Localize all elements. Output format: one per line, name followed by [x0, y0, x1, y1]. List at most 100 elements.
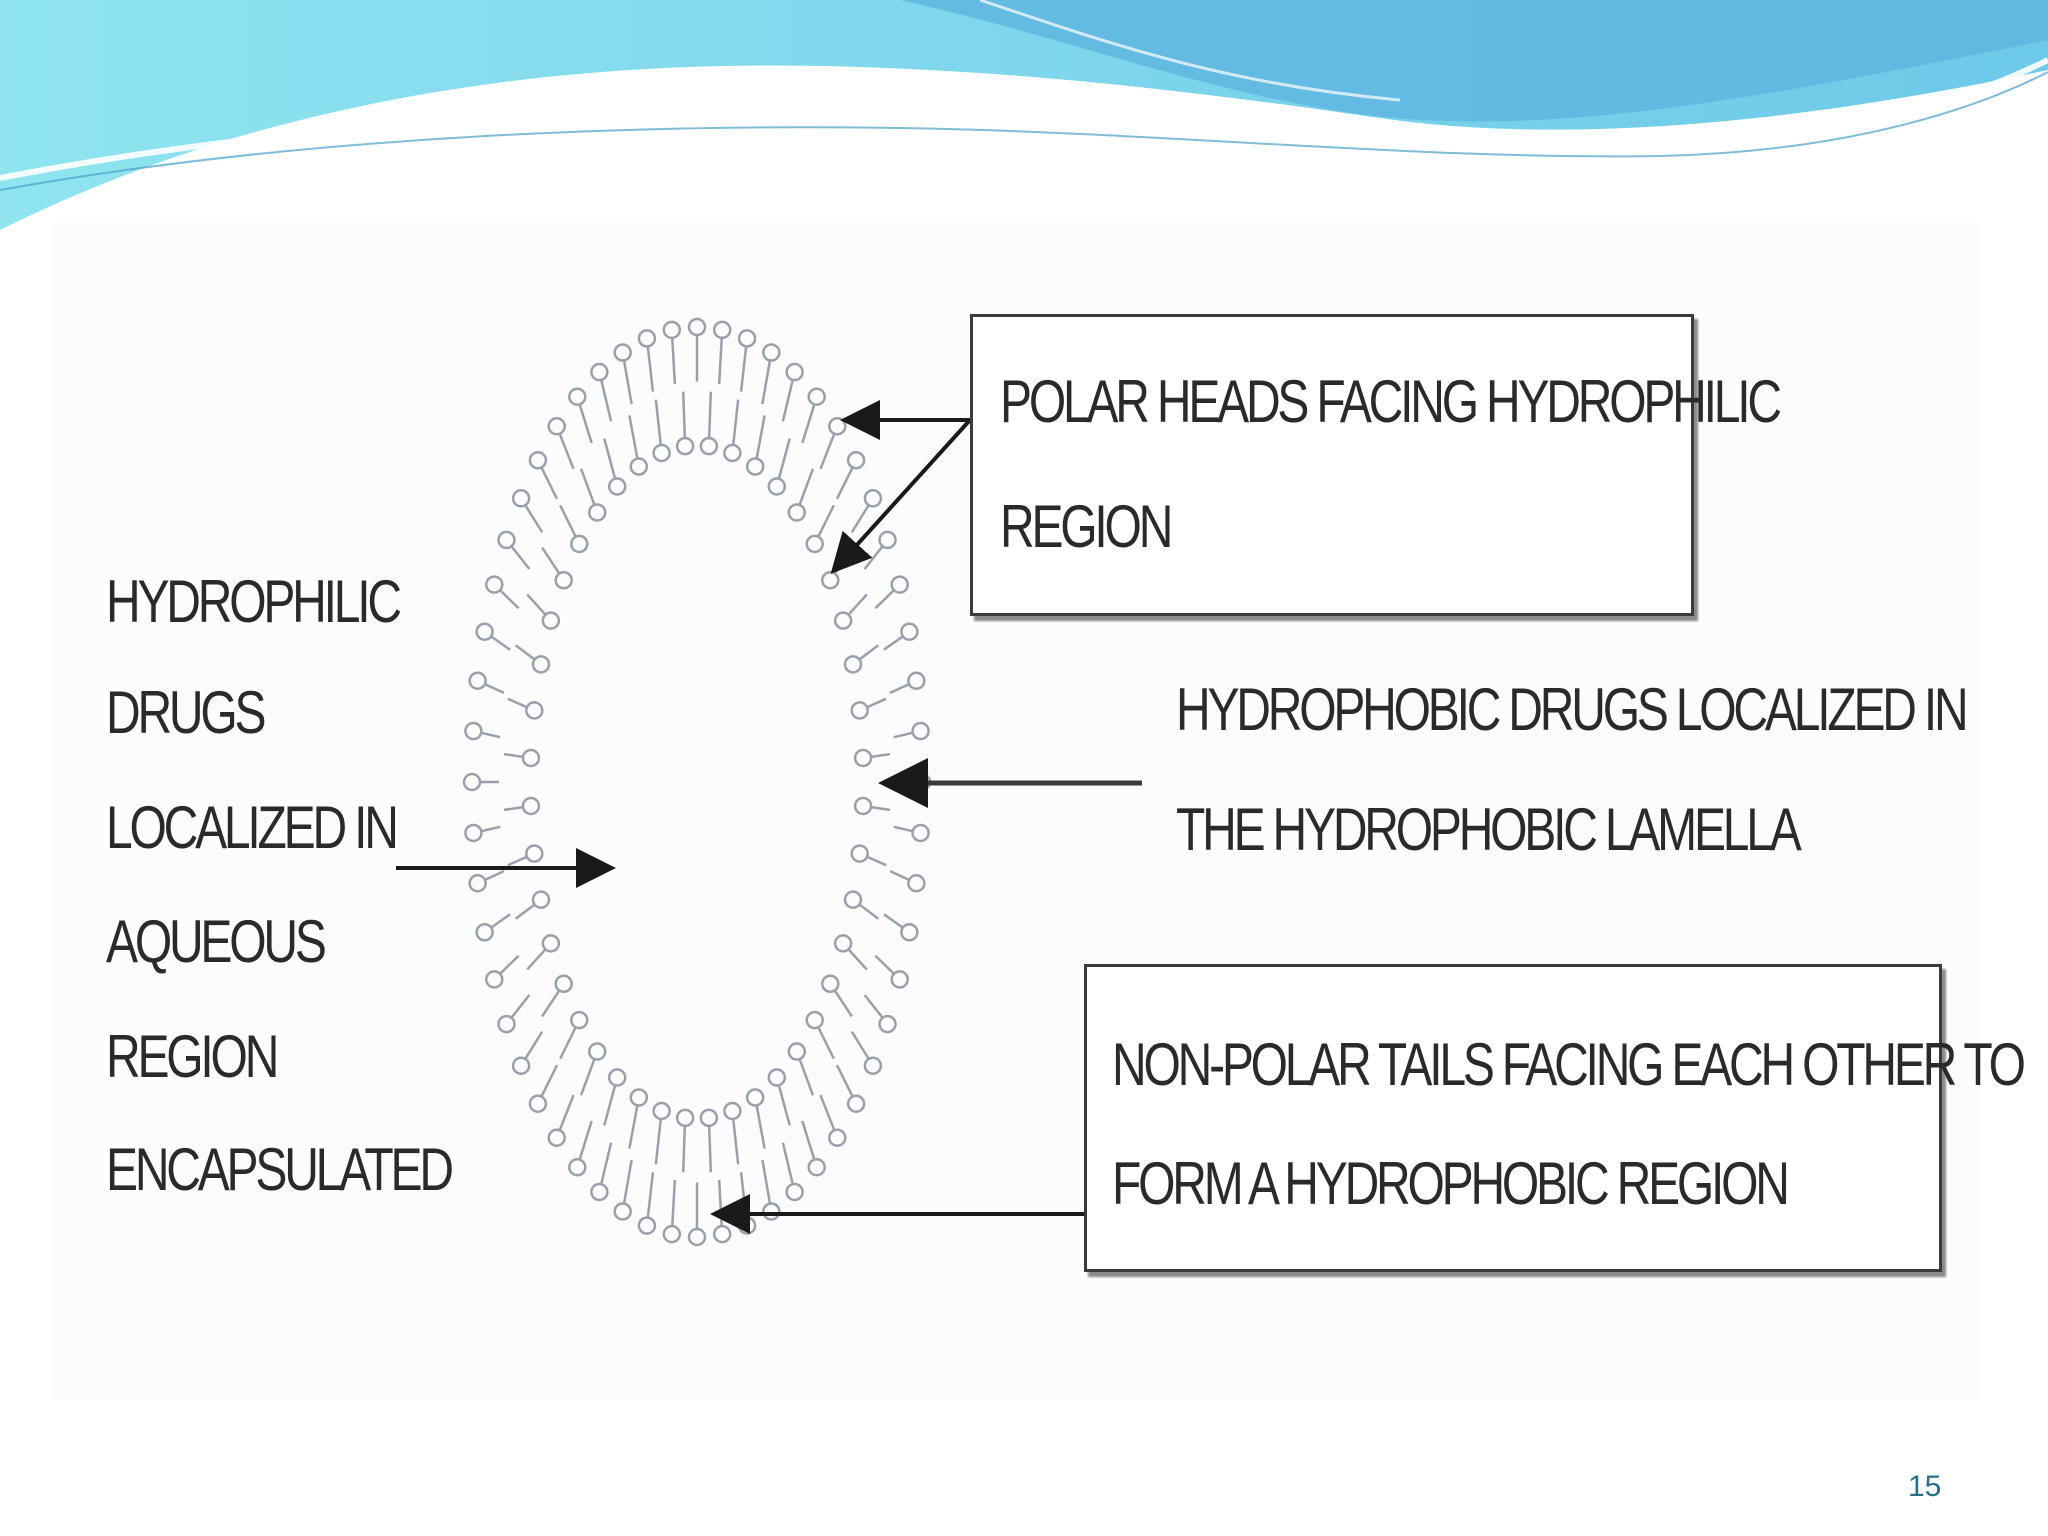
inner-lipid	[675, 1108, 695, 1173]
outer-lipid	[497, 994, 531, 1034]
polar-heads-box	[970, 314, 1694, 616]
outer-lipid	[475, 913, 511, 942]
inner-lipid	[675, 391, 695, 456]
outer-lipid	[497, 530, 531, 570]
inner-lipid	[699, 391, 719, 456]
inner-lipid	[579, 468, 607, 522]
outer-lipid	[547, 417, 575, 470]
outer-lipid	[511, 489, 544, 534]
inner-lipid	[745, 415, 766, 476]
inner-lipid	[559, 504, 589, 554]
outer-lipid	[662, 320, 682, 385]
nonpolar-tails-text-line1: NON-POLAR TAILS FACING EACH OTHER TO	[1112, 1031, 2026, 1098]
outer-lipid	[737, 1172, 757, 1235]
outer-lipid	[613, 343, 633, 405]
outer-lipid	[893, 721, 930, 741]
inner-lipid	[843, 890, 880, 920]
label-line: REGION	[106, 1023, 279, 1090]
outer-lipid	[850, 1030, 883, 1075]
inner-lipid	[850, 844, 887, 867]
outer-lipid	[781, 1142, 804, 1202]
outer-lipid	[835, 451, 866, 500]
outer-lipid	[801, 387, 826, 444]
inner-lipid	[628, 415, 649, 476]
label-line: ENCAPSULATED	[106, 1136, 454, 1203]
outer-lipid	[568, 387, 593, 444]
outer-lipid	[883, 622, 919, 651]
label-line: DRUGS	[106, 679, 267, 746]
outer-lipid	[590, 362, 613, 422]
outer-lipid	[464, 823, 501, 843]
inner-lipid	[541, 546, 573, 590]
lipid-bilayer	[462, 317, 932, 1247]
inner-lipid	[833, 934, 868, 971]
outer-lipid	[712, 320, 732, 385]
outer-lipid	[637, 1172, 657, 1235]
outer-lipid	[761, 343, 781, 405]
outer-lipid	[590, 1142, 613, 1202]
inner-lipid	[843, 644, 880, 674]
inner-lipid	[652, 399, 671, 463]
outer-lipid	[889, 869, 926, 893]
outer-lipid	[485, 954, 520, 989]
inner-lipid	[853, 796, 891, 816]
inner-lipid	[850, 697, 887, 720]
nonpolar-tails-text-line2: FORM A HYDROPHOBIC REGION	[1112, 1150, 1790, 1217]
arrows	[396, 400, 1142, 1234]
outer-lipid	[850, 489, 883, 534]
inner-lipid	[767, 1068, 791, 1126]
inner-lipid	[699, 1108, 719, 1173]
outer-lipid	[761, 1159, 781, 1221]
outer-lipid	[547, 1094, 575, 1147]
inner-lipid	[833, 593, 868, 630]
polar-heads-text-line2: REGION	[1000, 493, 1173, 560]
outer-lipid	[662, 1179, 682, 1244]
inner-lipid	[579, 1042, 607, 1096]
outer-lipid	[462, 772, 499, 792]
inner-lipid	[853, 748, 891, 768]
inner-lipid	[503, 796, 541, 816]
inner-lipid	[514, 644, 551, 674]
inner-lipid	[805, 504, 835, 554]
inner-lipid	[723, 399, 742, 463]
label-line: AQUEOUS	[106, 908, 327, 975]
inner-lipid	[652, 1101, 671, 1165]
outer-lipid	[863, 994, 897, 1034]
outer-lipid	[835, 1064, 866, 1113]
inner-lipid	[787, 468, 815, 522]
inner-lipid	[541, 974, 573, 1018]
outer-lipid	[613, 1159, 633, 1221]
inner-lipid	[603, 438, 627, 496]
polar-heads-text-line1: POLAR HEADS FACING HYDROPHILIC	[1000, 368, 1782, 435]
inner-lipid	[745, 1088, 766, 1149]
outer-lipid	[475, 622, 511, 651]
outer-lipid	[468, 671, 505, 695]
outer-lipid	[468, 869, 505, 893]
label-line: HYDROPHILIC	[106, 568, 402, 635]
header-wave-decoration	[0, 0, 2048, 230]
outer-lipid	[893, 823, 930, 843]
inner-lipid	[559, 1010, 589, 1060]
outer-lipid	[712, 1179, 732, 1244]
label-line: LOCALIZED IN	[106, 794, 399, 861]
hydrophobic-drugs-text-line2: THE HYDROPHOBIC LAMELLA	[1176, 796, 1802, 863]
inner-lipid	[767, 438, 791, 496]
outer-lipid	[737, 329, 757, 392]
nonpolar-tails-box	[1084, 964, 1942, 1272]
outer-lipid	[687, 317, 707, 382]
outer-lipid	[637, 329, 657, 392]
inner-lipid	[514, 890, 551, 920]
outer-lipid	[464, 721, 501, 741]
inner-lipid	[507, 697, 544, 720]
arrow-polar-heads-lower	[830, 418, 972, 574]
inner-lipid	[603, 1068, 627, 1126]
outer-lipid	[801, 1120, 826, 1177]
outer-lipid	[863, 530, 897, 570]
outer-lipid	[819, 417, 847, 470]
outer-lipid	[528, 451, 559, 500]
inner-lipid	[628, 1088, 649, 1149]
outer-lipid	[781, 362, 804, 422]
inner-lipid	[526, 934, 561, 971]
